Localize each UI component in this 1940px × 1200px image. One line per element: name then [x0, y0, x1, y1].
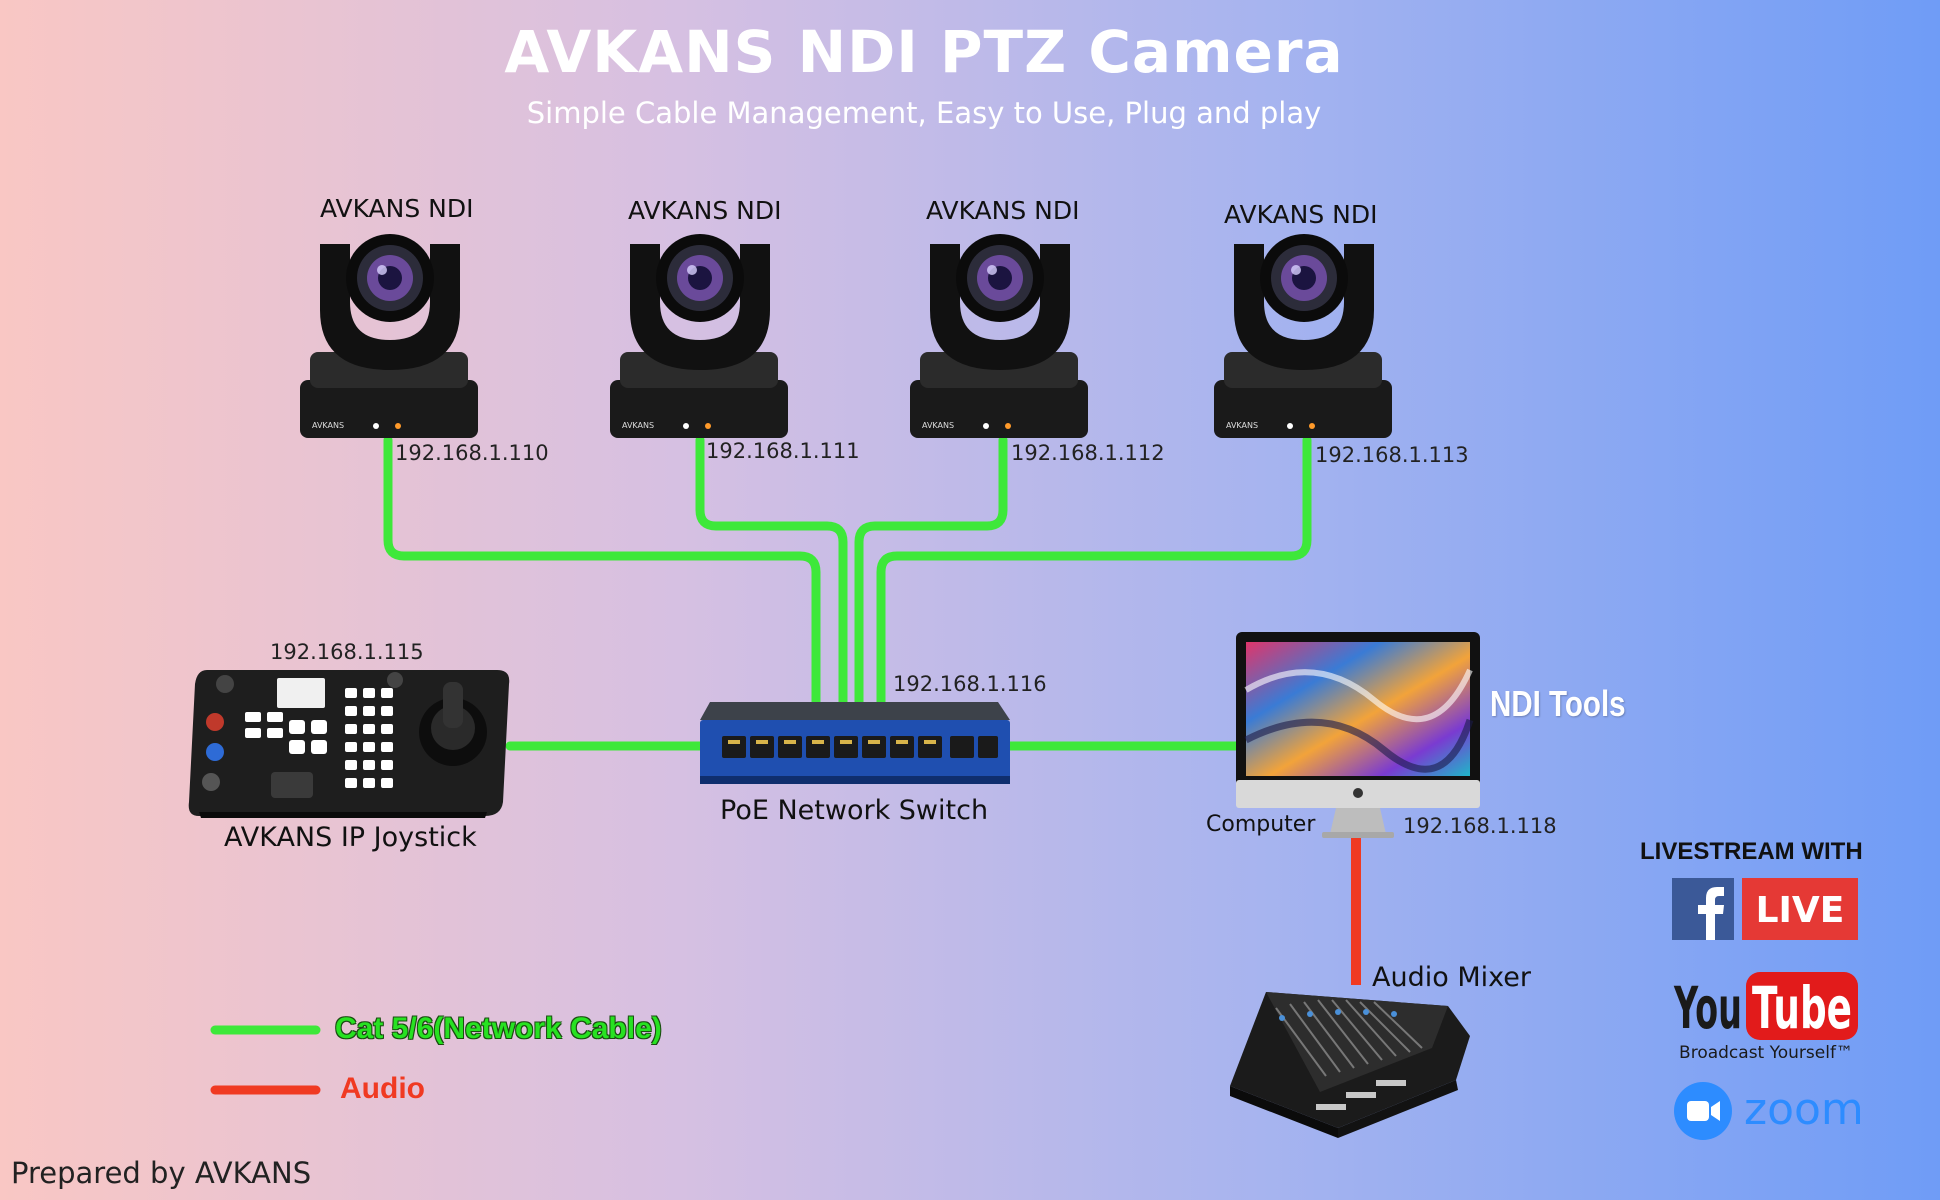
ndi-tools-label: NDI Tools: [1490, 683, 1626, 724]
network-cable-camera-1: [383, 435, 821, 710]
prepared-by-footer: Prepared by AVKANS: [11, 1156, 312, 1190]
legend-network-cable-label: Cat 5/6(Network Cable): [335, 1012, 662, 1045]
youtube-tube-text: Tube: [1752, 974, 1852, 1042]
diagram-subtitle: Simple Cable Management, Easy to Use, Pl…: [526, 96, 1322, 130]
camera-3-label: AVKANS NDI: [926, 196, 1080, 225]
ptz-camera-4: AVKANS: [1214, 234, 1392, 438]
zoom-text: zoom: [1744, 1084, 1864, 1135]
camera-4-brand-badge: AVKANS: [1226, 421, 1258, 430]
computer-label: Computer: [1206, 812, 1316, 837]
joystick-ip: 192.168.1.115: [270, 640, 424, 664]
facebook-live-text: LIVE: [1756, 890, 1845, 931]
audio-mixer-label: Audio Mixer: [1372, 962, 1531, 993]
livestream-heading: LIVESTREAM WITH: [1640, 838, 1863, 865]
ptz-camera-1: AVKANS: [300, 234, 478, 438]
facebook-icon: [1698, 887, 1724, 940]
camera-1-ip: 192.168.1.110: [395, 441, 549, 465]
camera-3-brand-badge: AVKANS: [922, 421, 954, 430]
ip-joystick-controller: [188, 670, 510, 818]
youtube-logo: You Tube Broadcast Yourself™: [1673, 972, 1858, 1063]
joystick-label: AVKANS IP Joystick: [224, 822, 477, 853]
poe-network-switch: [700, 702, 1010, 784]
facebook-live-logo: LIVE: [1672, 878, 1858, 940]
youtube-tagline: Broadcast Yourself™: [1679, 1043, 1853, 1063]
camera-1-label: AVKANS NDI: [320, 194, 474, 223]
ptz-camera-3: AVKANS: [910, 234, 1088, 438]
network-cable-camera-4: [876, 435, 1312, 710]
camera-4-label: AVKANS NDI: [1224, 200, 1378, 229]
audio-mixer: [1230, 992, 1470, 1138]
diagram-title: AVKANS NDI PTZ Camera: [504, 18, 1344, 86]
switch-label: PoE Network Switch: [720, 795, 989, 826]
camera-1-brand-badge: AVKANS: [312, 421, 344, 430]
camera-4-ip: 192.168.1.113: [1315, 443, 1469, 467]
ptz-camera-2: AVKANS: [610, 234, 788, 438]
camera-2-brand-badge: AVKANS: [622, 421, 654, 430]
computer-imac: [1236, 632, 1480, 838]
switch-ip: 192.168.1.116: [893, 672, 1047, 696]
youtube-you-text: You: [1673, 974, 1742, 1042]
legend-audio-label: Audio: [340, 1072, 425, 1105]
camera-2-label: AVKANS NDI: [628, 196, 782, 225]
computer-ip: 192.168.1.118: [1403, 814, 1557, 838]
network-cable-camera-2: [695, 435, 848, 710]
camera-3-ip: 192.168.1.112: [1011, 441, 1165, 465]
camera-2-ip: 192.168.1.111: [706, 439, 860, 463]
network-cable-camera-3: [854, 435, 1008, 710]
zoom-logo: zoom: [1674, 1082, 1864, 1140]
